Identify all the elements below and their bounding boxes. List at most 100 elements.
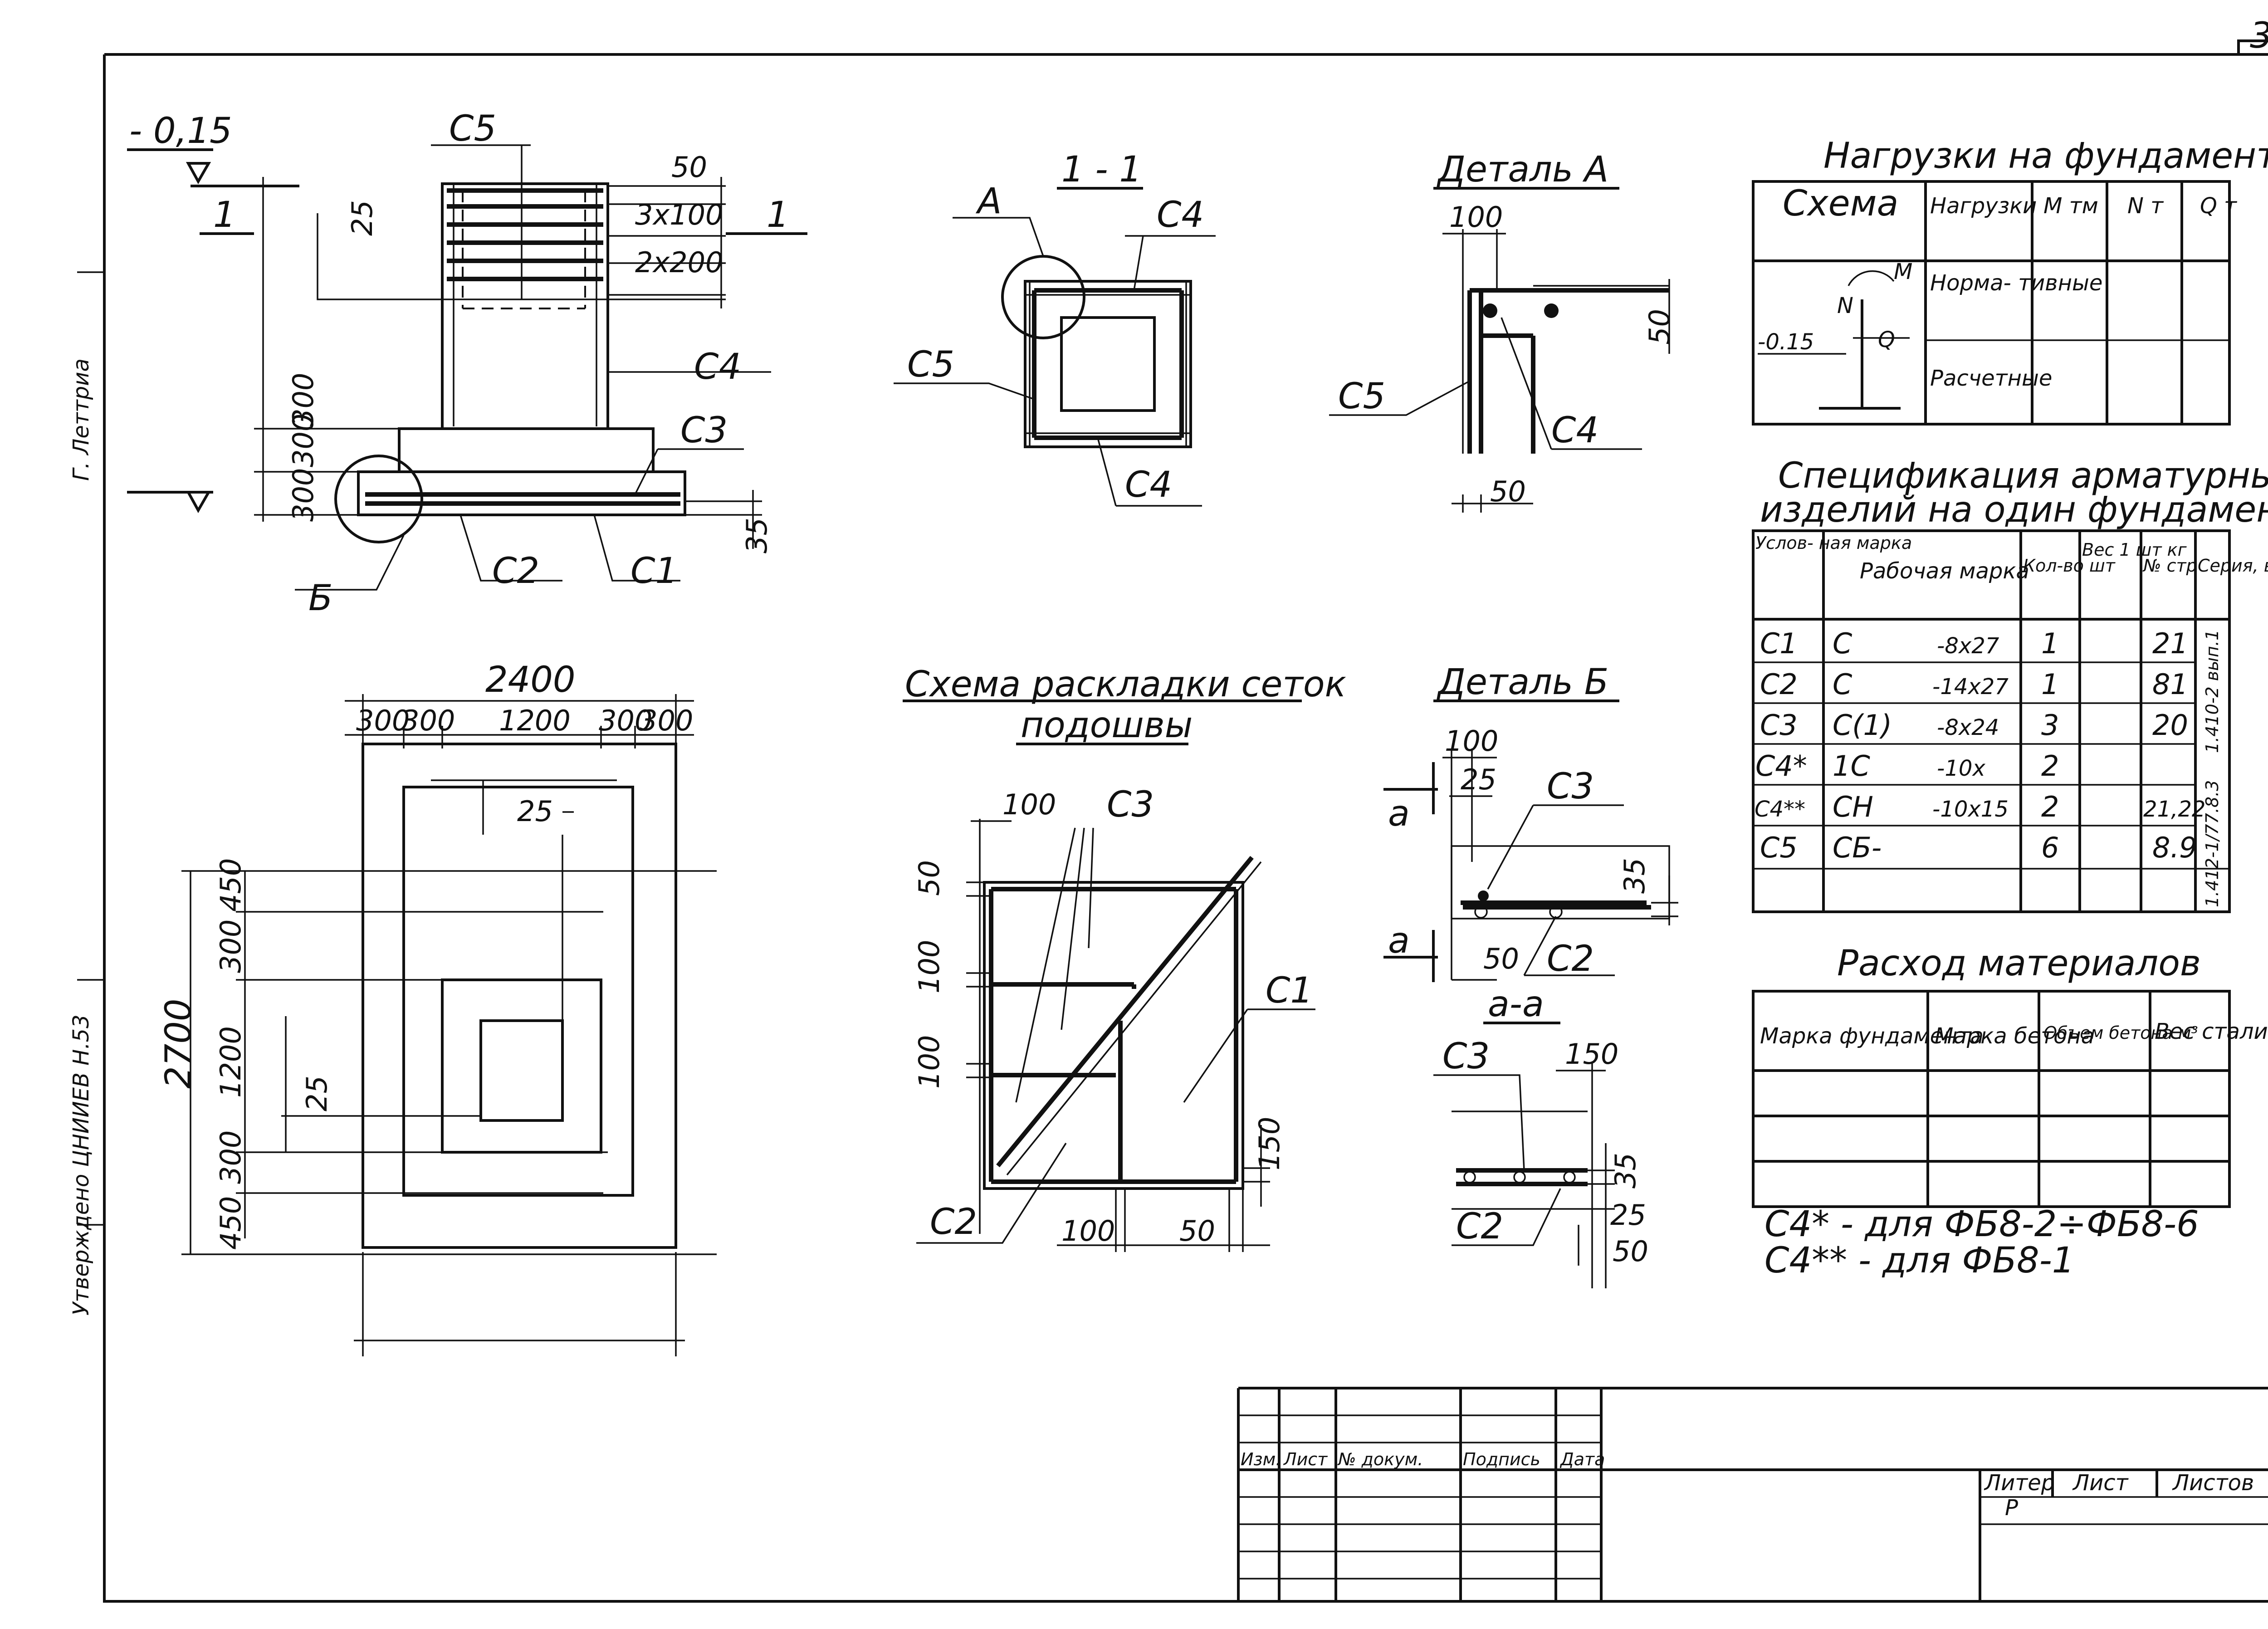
spec-row: С4* 1С -10х 2 — [1755, 749, 2059, 783]
spec-cell: 20 — [2152, 709, 2188, 742]
foundation-plan: 2400 300 300 1200 300 300 25 2700 450 30… — [158, 660, 717, 1356]
dim-300-a: 300 — [287, 373, 320, 426]
dim-300-e: 300 — [214, 920, 247, 973]
loads-row-normative: Норма- тивные — [1930, 270, 2102, 296]
spec-cell: -8х27 — [1937, 633, 1999, 659]
spec-cell: 1 — [2041, 668, 2059, 701]
mesh-title-line1: Схема раскладки сеток — [905, 664, 1346, 705]
mesh-title-line2: подошвы — [1021, 705, 1193, 746]
materials-header-concrete: Марка бетона — [1935, 1023, 2094, 1049]
dim-25: 25 — [346, 200, 379, 236]
dim-35: 35 — [1609, 1153, 1642, 1189]
dim-100: 100 — [1449, 201, 1503, 234]
section-mark-a-top: а — [1388, 793, 1410, 834]
spec-cell: 81 — [2152, 668, 2188, 701]
dim-150: 150 — [1253, 1117, 1286, 1170]
spec-cell: 8.9 — [2152, 831, 2197, 864]
materials-header-steel: Вес стали кг — [2155, 1019, 2268, 1044]
spec-cell: 1С — [1833, 749, 1870, 783]
mesh-layout: Схема раскладки сеток подошвы 100 50 100… — [903, 664, 1346, 1252]
dim-3x100: 3х100 — [635, 198, 723, 231]
label-c2: С2 — [492, 551, 539, 592]
stamp-header-doc: № докум. — [1337, 1449, 1423, 1469]
dim-300-b: 300 — [287, 414, 320, 467]
loads-header-loads: Нагрузки — [1930, 193, 2037, 219]
dim-25-top: 25 — [517, 795, 553, 828]
label-c2: С2 — [1547, 939, 1594, 979]
dim-50: 50 — [1483, 942, 1519, 975]
section-mark-left: 1 — [213, 195, 236, 235]
spec-cell: СБ- — [1833, 831, 1882, 864]
loads-header-n: N т — [2127, 193, 2164, 219]
dim-300-d: 300 — [640, 704, 693, 737]
dim-2400: 2400 — [485, 660, 576, 700]
spec-header-working: Рабочая марка — [1860, 558, 2029, 584]
dim-25-left: 25 — [300, 1076, 333, 1111]
dim-450-bottom: 450 — [214, 1196, 247, 1250]
spec-table: Спецификация арматурных изделий на один … — [1752, 455, 2268, 913]
detail-a: Деталь А 100 50 С5 С4 50 — [1329, 149, 1676, 513]
spec-cell: С5 — [1760, 831, 1798, 864]
materials-table: Расход материалов Марка фундамента Марка… — [1752, 943, 2268, 1208]
spec-row: С2 С -14х27 1 81 — [1760, 668, 2188, 701]
stamp-listov: Листов — [2172, 1470, 2254, 1496]
loads-table: Нагрузки на фундамент Схема Нагрузки М т… — [1752, 136, 2268, 426]
loads-row-design: Расчетные — [1930, 366, 2052, 391]
label-c1: С1 — [1266, 970, 1313, 1011]
stamp-header-change: Изм. — [1241, 1449, 1281, 1469]
spec-cell: С2 — [1760, 668, 1798, 701]
label-c4-top: С4 — [1157, 195, 1204, 235]
spec-series-1: 1.410-2 вып.1 — [2202, 630, 2222, 753]
dim-1200: 1200 — [499, 704, 571, 737]
spec-header-qty: Кол-во шт — [2023, 556, 2116, 576]
dim-300-c: 300 — [599, 704, 652, 737]
stamp-liter-value: Р — [2005, 1495, 2018, 1521]
note-1: С4* - для ФБ8-2÷ФБ8-6 — [1765, 1204, 2199, 1245]
spec-series-2: 1.412-1/77.8.3 — [2202, 780, 2222, 907]
level-mark: - 0,15 — [129, 111, 232, 152]
spec-header-series: Серия, выпуск — [2198, 556, 2268, 576]
dim-50-bottom: 50 — [1179, 1214, 1215, 1247]
section-1-1-title: 1 - 1 — [1061, 149, 1142, 190]
dim-35: 35 — [740, 518, 773, 553]
label-c3: С3 — [680, 410, 728, 451]
dim-300-f: 300 — [214, 1130, 247, 1184]
spec-title-line1: Спецификация арматурных — [1778, 455, 2268, 496]
loads-header-m: М тм — [2043, 193, 2098, 219]
spec-row: С1 С -8х27 1 21 — [1760, 627, 2188, 660]
spec-cell: С(1) — [1833, 709, 1892, 742]
stamp-header-sheet: Лист — [1283, 1449, 1328, 1469]
dim-100-bottom: 100 — [1061, 1214, 1115, 1247]
page-number: 36 — [2250, 15, 2268, 56]
dim-50-right: 50 — [1643, 309, 1676, 345]
loads-header-q: Q т — [2200, 193, 2238, 219]
materials-header-foundation: Марка фундамента — [1760, 1023, 1984, 1049]
label-c3: С3 — [1442, 1036, 1490, 1077]
detail-b: Деталь Б а а 100 25 С3 35 50 С2 — [1383, 662, 1678, 982]
sketch-level: -0.15 — [1758, 329, 1814, 355]
spec-cell: 21 — [2152, 627, 2188, 660]
label-c3: С3 — [1107, 784, 1154, 825]
label-b: Б — [308, 578, 333, 619]
dim-100-top: 100 — [1002, 788, 1056, 821]
spec-cell: СН — [1833, 790, 1873, 823]
spec-row: С4** СН -10х15 2 21,22 — [1755, 790, 2205, 823]
sheet-frame: 36 Г. Леттриа Утверждено ЦНИИЕВ Н.53 — [68, 15, 2268, 1603]
spec-title-line2: изделий на один фундамент — [1760, 489, 2268, 530]
spec-cell: 6 — [2041, 831, 2059, 864]
label-c4-bottom: С4 — [1125, 465, 1172, 505]
dim-300-c: 300 — [287, 468, 320, 522]
section-a-a-title: а-а — [1488, 984, 1544, 1025]
margin-note-bottom: Утверждено ЦНИИЕВ Н.53 — [68, 1014, 94, 1316]
section-a-a: а-а С3 150 35 25 50 С2 — [1433, 984, 1648, 1288]
notes: С4* - для ФБ8-2÷ФБ8-6 С4** - для ФБ8-1 — [1765, 1204, 2199, 1281]
spec-cell: С4* — [1755, 749, 1807, 783]
spec-row: С3 С(1) -8х24 3 20 — [1760, 709, 2188, 742]
sketch-q: Q — [1878, 327, 1895, 352]
dim-300-a: 300 — [356, 704, 410, 737]
dim-2x200: 2х200 — [635, 246, 723, 279]
spec-cell: 3 — [2041, 709, 2059, 742]
spec-header-mark: Услов- ная марка — [1755, 533, 1912, 553]
dim-50-bottom: 50 — [1490, 475, 1526, 508]
dim-25: 25 — [1610, 1199, 1646, 1232]
